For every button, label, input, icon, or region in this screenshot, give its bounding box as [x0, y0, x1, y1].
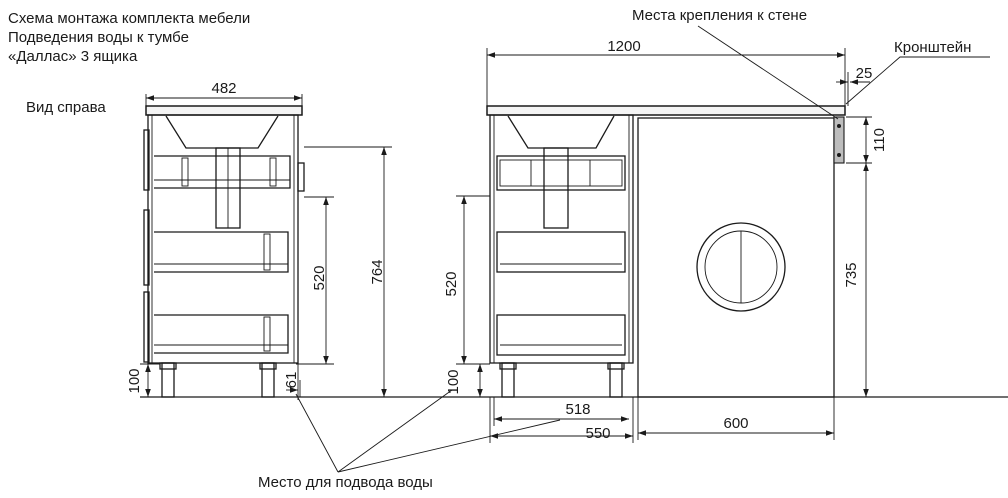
side-sink-bowl: [165, 115, 279, 149]
side-dimensions: 482 764 520 100 61: [126, 80, 392, 400]
side-view-label: Вид справа: [26, 99, 106, 116]
wall-mount-label: Места крепления к стене: [632, 7, 807, 24]
dim-side-depth: 482: [211, 80, 236, 97]
side-countertop: [145, 105, 303, 116]
title-line-3: «Даллас» 3 ящика: [8, 48, 138, 65]
dim-washer-width: 600: [723, 415, 748, 432]
dim-cabinet-inner-width: 518: [565, 401, 590, 418]
diagram-title: Схема монтажа комплекта мебели Подведени…: [8, 10, 250, 65]
dim-bracket-offset: 25: [856, 65, 873, 82]
dim-front-leg-height: 100: [445, 369, 462, 394]
side-drawer-1: [154, 155, 291, 189]
dim-front-water-height: 520: [443, 271, 460, 296]
front-leg-left: [501, 362, 515, 398]
side-cabinet-body: [147, 114, 299, 364]
dim-total-width: 1200: [607, 38, 640, 55]
front-dimensions: 1200 25 110 735 520 100 518 550: [443, 38, 888, 443]
side-view-cabinet: [143, 105, 305, 398]
front-view-cabinet: [486, 105, 846, 398]
dim-cabinet-width: 550: [585, 425, 610, 442]
callouts: Места крепления к стене Кронштейн Место …: [258, 7, 990, 491]
dim-side-height: 764: [369, 259, 386, 284]
front-drawer-2: [496, 231, 626, 273]
front-sink-bowl: [507, 115, 615, 149]
title-line-2: Подведения воды к тумбе: [8, 29, 189, 46]
front-countertop: [486, 105, 846, 116]
dim-side-leg-height: 100: [126, 368, 143, 393]
dim-bracket-height: 110: [871, 128, 888, 152]
bracket-label: Кронштейн: [894, 39, 971, 56]
front-drawer-3: [496, 314, 626, 356]
front-leg-right: [609, 362, 623, 398]
title-line-1: Схема монтажа комплекта мебели: [8, 10, 250, 27]
washing-machine: [637, 117, 835, 398]
front-cabinet-body: [489, 114, 634, 364]
side-leg-left: [161, 362, 175, 398]
side-drawer-3: [154, 314, 289, 354]
front-drawer-1: [496, 155, 626, 191]
washer-door: [696, 222, 786, 312]
water-supply-label: Место для подвода воды: [258, 474, 433, 491]
side-drawer-2: [154, 231, 289, 273]
wall-bracket: [833, 116, 845, 164]
dim-washer-height: 735: [843, 262, 860, 287]
side-leg-right: [261, 362, 275, 398]
dim-side-water-height: 520: [311, 265, 328, 290]
dim-side-water-offset: 61: [283, 372, 300, 389]
front-siphon: [543, 147, 569, 229]
